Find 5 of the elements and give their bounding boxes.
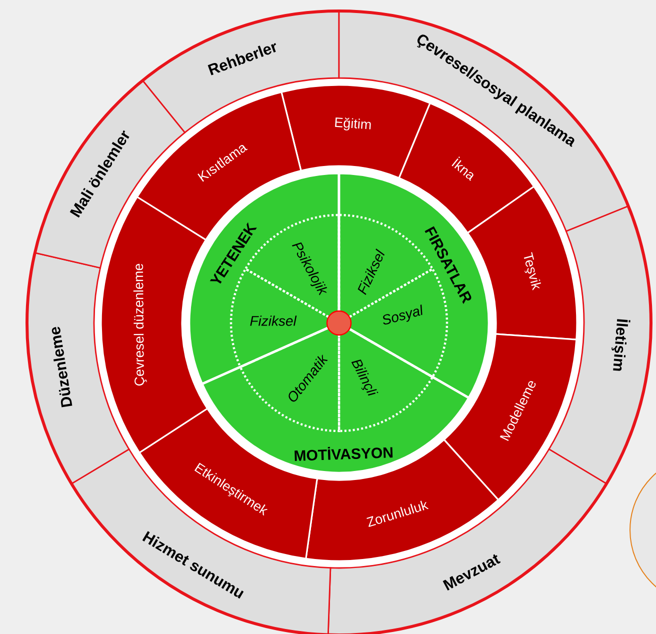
outer-ring-segment: Düzenleme: [26, 252, 130, 484]
outer-ring-segment: İletişim: [548, 205, 652, 484]
middle-ring-segment: Eğitim: [280, 84, 431, 179]
node-label: İletişim: [612, 319, 630, 371]
middle-ring-segment: Çevresel düzenleme: [100, 196, 208, 454]
